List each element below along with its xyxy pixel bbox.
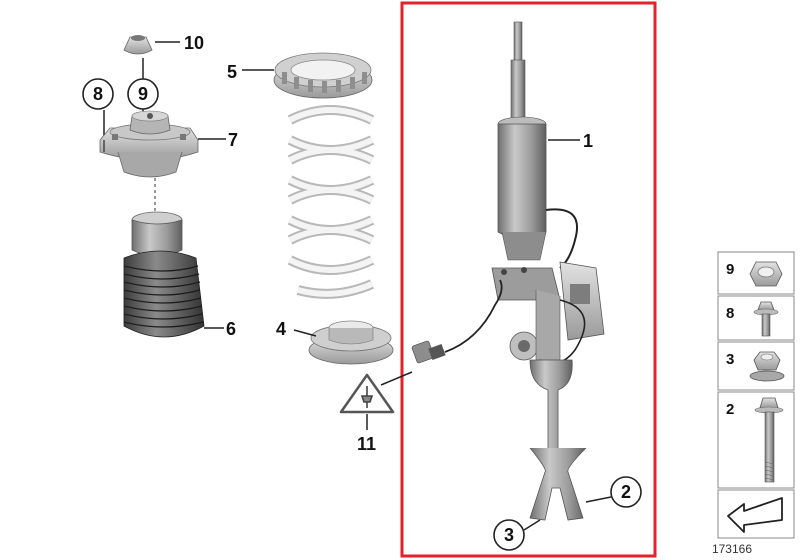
callout-3[interactable]: 3: [504, 525, 514, 545]
part-lower-spring-seat[interactable]: [308, 320, 394, 365]
leader-line-4: [293, 329, 317, 337]
legend-box-long-bolt[interactable]: [717, 391, 795, 489]
callout-8[interactable]: 8: [93, 84, 103, 104]
callout-9[interactable]: 9: [138, 84, 148, 104]
legend-box-flange-bolt[interactable]: [717, 295, 795, 341]
part-cap[interactable]: [123, 35, 153, 55]
part-shock-absorber[interactable]: [491, 21, 605, 521]
legend-number-2: 2: [726, 401, 734, 418]
callout-2[interactable]: 2: [621, 482, 631, 502]
diagram-id: 173166: [711, 542, 752, 556]
highlight-frame: [400, 1, 657, 558]
callout-1[interactable]: 1: [583, 131, 593, 151]
nut-icon: [749, 261, 783, 287]
flange-nut-icon: [749, 351, 785, 382]
legend-number-8: 8: [726, 305, 734, 322]
callout-11[interactable]: 11: [357, 434, 376, 454]
callout-7[interactable]: 7: [228, 130, 238, 150]
long-bolt-icon: [754, 397, 784, 483]
legend-number-3: 3: [726, 351, 734, 368]
hardware-legend: 9 8 3 2: [717, 251, 795, 539]
leader-line-2: [585, 496, 612, 503]
part-upper-spring-seat[interactable]: [273, 52, 373, 99]
electrical-warning-icon: [339, 373, 395, 414]
spring-highlight: [288, 107, 374, 297]
part-sensor-cable: [411, 279, 503, 364]
callout-10[interactable]: 10: [184, 33, 204, 53]
callout-5[interactable]: 5: [227, 62, 237, 82]
callout-circle-2: [610, 476, 642, 508]
callout-6[interactable]: 6: [226, 319, 236, 339]
direction-arrow-icon: [727, 497, 783, 533]
leader-line-3: [523, 519, 541, 531]
part-support-bearing[interactable]: [99, 110, 199, 178]
callout-circle-3: [493, 519, 525, 551]
part-dust-boot[interactable]: [123, 211, 205, 338]
callout-circle-8: [82, 78, 114, 110]
leader-line-11b: [380, 371, 413, 386]
callout-4[interactable]: 4: [276, 319, 286, 339]
flange-bolt-icon: [753, 301, 779, 337]
legend-number-9: 9: [726, 261, 734, 278]
